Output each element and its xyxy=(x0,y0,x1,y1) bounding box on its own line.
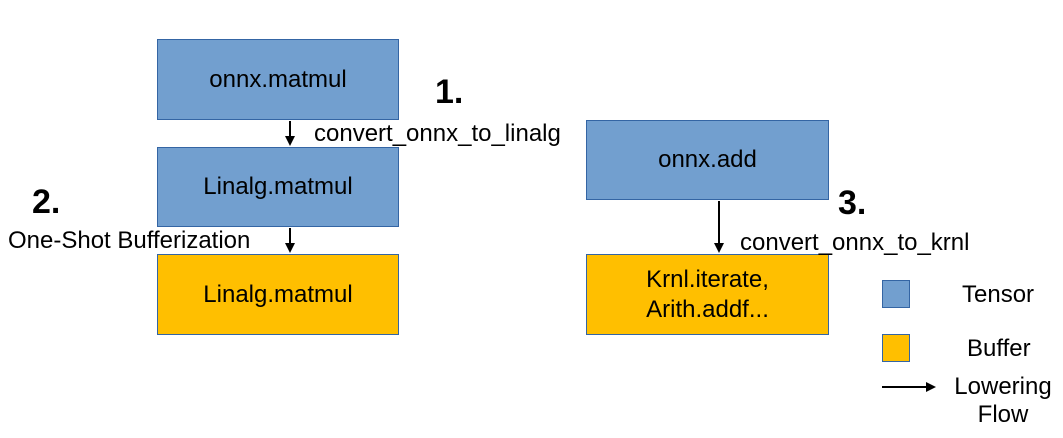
one-shot-bufferization-label: One-Shot Bufferization xyxy=(8,227,251,254)
onnx-matmul-label: onnx.matmul xyxy=(209,65,347,93)
krnl-label-line2: Arith.addf... xyxy=(646,295,769,323)
legend-flow-label: Lowering Flow xyxy=(946,373,1060,429)
onnx-add-label: onnx.add xyxy=(658,146,757,173)
legend-tensor-label: Tensor xyxy=(962,281,1035,308)
linalg-matmul-buffer-node: Linalg.matmul xyxy=(157,254,399,335)
step-2-label: 2. xyxy=(32,183,61,221)
linalg-matmul-buffer-label: Linalg.matmul xyxy=(203,280,353,308)
legend-flow-line1: Lowering xyxy=(954,373,1052,400)
linalg-matmul-tensor-node: Linalg.matmul xyxy=(157,147,399,227)
legend-buffer-swatch xyxy=(882,334,910,362)
legend-tensor-swatch xyxy=(882,280,910,308)
onnx-matmul-node: onnx.matmul xyxy=(157,39,399,120)
step-3-label: 3. xyxy=(838,184,867,222)
convert-onnx-to-krnl-label: convert_onnx_to_krnl xyxy=(740,229,970,256)
linalg-matmul-tensor-label: Linalg.matmul xyxy=(203,173,353,200)
onnx-add-node: onnx.add xyxy=(586,120,829,200)
legend-flow-line2: Flow xyxy=(977,401,1029,428)
convert-onnx-to-linalg-label: convert_onnx_to_linalg xyxy=(314,120,561,147)
krnl-label-line1: Krnl.iterate, xyxy=(646,265,769,293)
krnl-node: Krnl.iterate, Arith.addf... xyxy=(586,254,829,335)
step-1-label: 1. xyxy=(435,73,464,111)
legend-buffer-label: Buffer xyxy=(967,335,1031,362)
